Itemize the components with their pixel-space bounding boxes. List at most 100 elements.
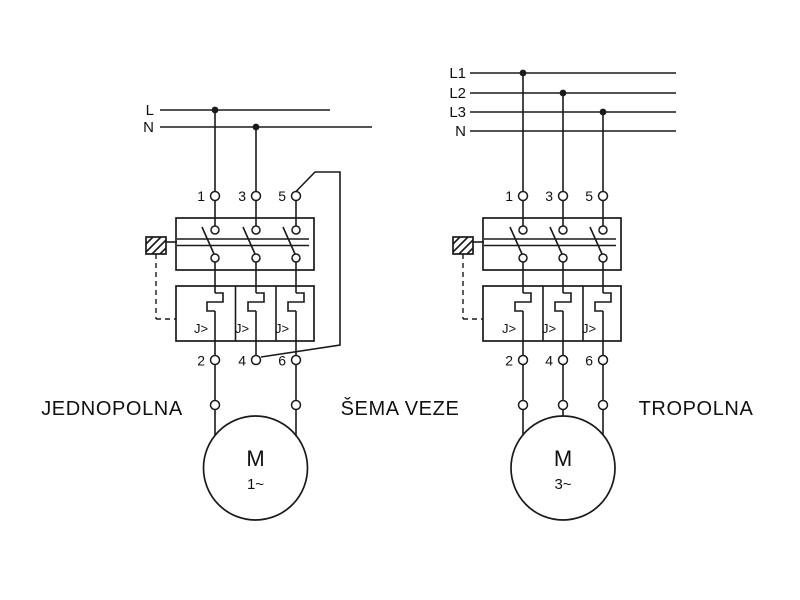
contact-circle (598, 253, 608, 263)
terminal-circle (517, 190, 529, 202)
overload-label: J> (542, 321, 556, 336)
contact-circle (558, 225, 568, 235)
terminal-number: 3 (545, 188, 553, 204)
left-breaker-box (145, 200, 315, 320)
thermal-element (554, 292, 572, 312)
captions: JEDNOPOLNA ŠEMA VEZE TROPOLNA (41, 397, 753, 420)
breaker-pole (589, 200, 608, 293)
hatch (452, 236, 469, 253)
motor-terminal-circle (557, 399, 569, 411)
hatch (466, 247, 474, 255)
right-motor: M 3~ (510, 364, 616, 521)
motor-circle (202, 415, 309, 521)
contact-blade (201, 226, 215, 255)
caption-right: TROPOLNA (639, 398, 754, 420)
hatch (145, 236, 162, 253)
right-top-terminals: 1 3 5 (505, 188, 609, 204)
breaker-pole (282, 200, 301, 293)
terminal-number: 3 (238, 188, 246, 204)
supply-label: L3 (449, 104, 466, 121)
breaker-pole (201, 200, 220, 293)
supply-label: N (455, 123, 466, 140)
right-bottom-terminals: 2 4 6 (505, 353, 609, 369)
terminal-circle (557, 354, 569, 366)
contact-circle (518, 225, 528, 235)
relay-outline (482, 285, 622, 342)
contact-blade (282, 226, 296, 255)
terminal-circle (250, 354, 262, 366)
breaker-outline (482, 217, 622, 271)
thermal-element (514, 292, 532, 312)
overload-label: J> (235, 321, 249, 336)
terminal-number: 1 (197, 188, 205, 204)
terminal-number: 4 (545, 353, 553, 369)
contact-blade (242, 226, 256, 255)
left-motor: M 1~ (202, 364, 309, 521)
terminal-circle (597, 354, 609, 366)
right-overload-relay: J> J> J> (482, 285, 622, 356)
supply-label: L1 (449, 65, 466, 82)
supply-label: L (146, 102, 154, 119)
left-diagram: L N 1 3 5 (143, 102, 372, 521)
contact-blade (509, 226, 523, 255)
contact-circle (291, 253, 301, 263)
terminal-circle (557, 190, 569, 202)
left-bottom-terminals: 2 4 6 (197, 353, 302, 369)
contact-circle (291, 225, 301, 235)
terminal-number: 5 (278, 188, 286, 204)
actuator-icon (145, 236, 177, 255)
terminal-number: 1 (505, 188, 513, 204)
motor-type: 3~ (554, 476, 571, 493)
overload-label: J> (194, 321, 208, 336)
motor-circle (510, 415, 616, 521)
right-breaker-box (452, 200, 622, 320)
left-top-terminals: 1 3 5 (197, 188, 302, 204)
contact-circle (598, 225, 608, 235)
contact-blade (549, 226, 563, 255)
terminal-circle (209, 354, 221, 366)
contact-circle (251, 225, 261, 235)
breaker-outline (175, 217, 315, 271)
contact-circle (518, 253, 528, 263)
contact-circle (210, 225, 220, 235)
terminal-number: 2 (505, 353, 513, 369)
caption-left: JEDNOPOLNA (41, 398, 183, 420)
terminal-number: 4 (238, 353, 246, 369)
terminal-circle (209, 190, 221, 202)
motor-symbol: M (246, 446, 264, 471)
actuator-icon (452, 236, 484, 255)
right-supply-lines: L1 L2 L3 N (449, 65, 676, 192)
left-overload-relay: J> J> J> (175, 285, 315, 356)
overload-label: J> (502, 321, 516, 336)
terminal-circle (290, 354, 302, 366)
terminal-circle (250, 190, 262, 202)
motor-terminal-circle (290, 399, 302, 411)
overload-label: J> (582, 321, 596, 336)
terminal-circle (597, 190, 609, 202)
motor-type: 1~ (247, 476, 264, 493)
hatch (151, 239, 167, 255)
breaker-pole (509, 200, 528, 293)
thermal-element (247, 292, 265, 312)
left-supply-lines: L N (143, 102, 372, 192)
motor-terminal-circle (597, 399, 609, 411)
jumper-wire (260, 171, 341, 358)
overload-label: J> (275, 321, 289, 336)
thermal-element (287, 292, 305, 312)
supply-label: L2 (449, 85, 466, 102)
motor-terminal-circle (517, 399, 529, 411)
motor-terminal-circle (209, 399, 221, 411)
contact-circle (210, 253, 220, 263)
terminal-circle (290, 190, 302, 202)
terminal-number: 2 (197, 353, 205, 369)
thermal-element (594, 292, 612, 312)
terminal-number: 5 (585, 188, 593, 204)
relay-outline (175, 285, 315, 342)
hatch (452, 236, 461, 245)
caption-center: ŠEMA VEZE (341, 397, 460, 420)
hatch (145, 236, 154, 245)
terminal-number: 6 (585, 353, 593, 369)
contact-circle (251, 253, 261, 263)
